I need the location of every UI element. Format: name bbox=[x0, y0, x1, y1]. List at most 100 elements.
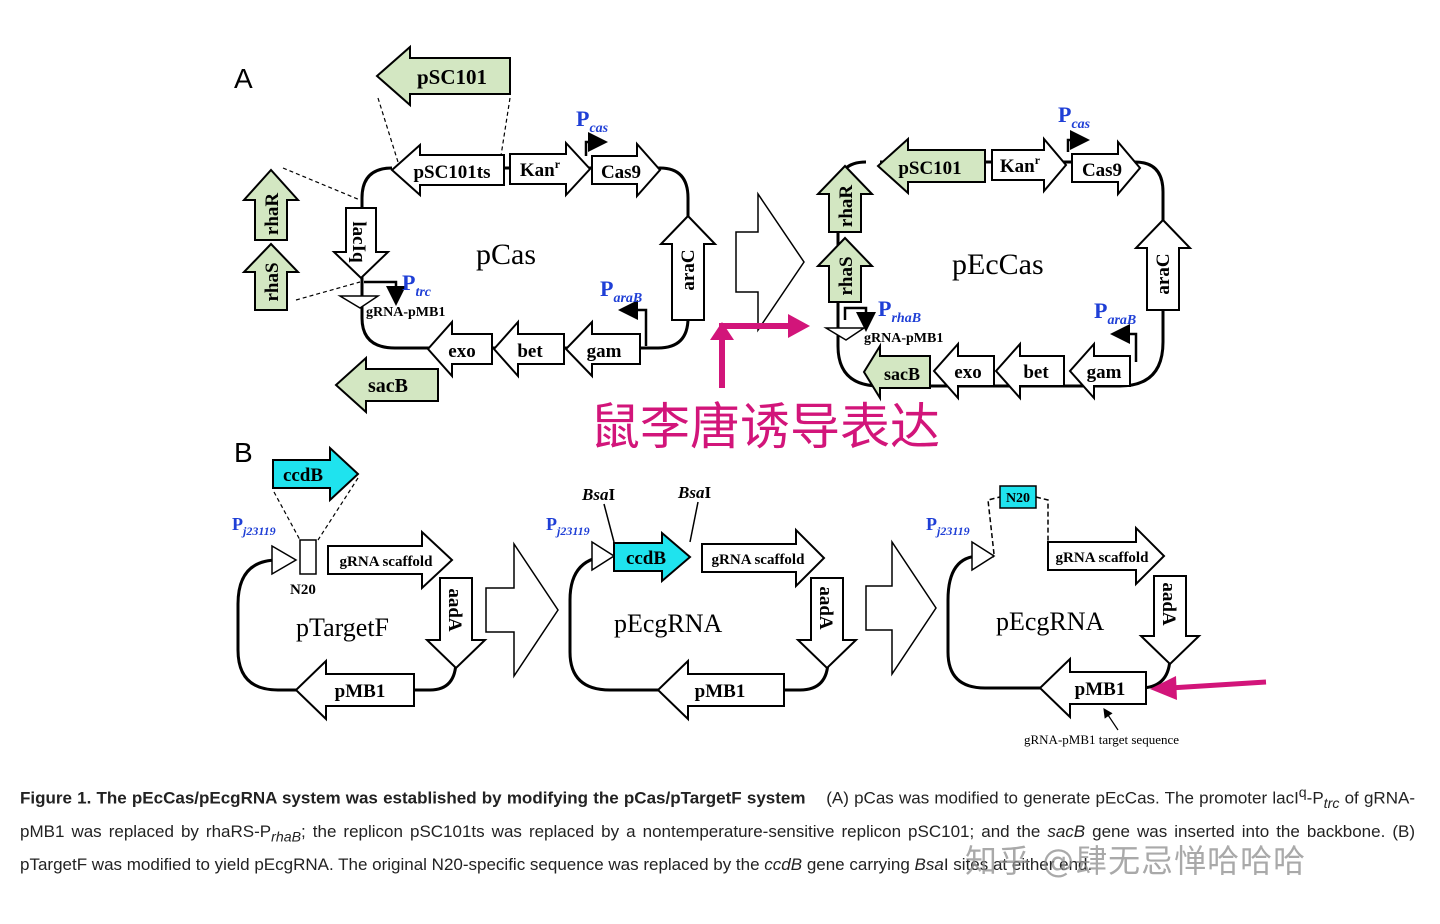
pecgrna1-aada-gene: aadA bbox=[795, 577, 859, 670]
svg-text:sacB: sacB bbox=[368, 375, 408, 397]
pecas-grna-label: gRNA-pMB1 bbox=[864, 331, 943, 346]
svg-text:ccdB: ccdB bbox=[283, 465, 323, 486]
pecgrna1-scaffold-gene: gRNA scaffold bbox=[701, 527, 826, 589]
watermark-text: 知乎 @肆无忌惮哈哈哈 bbox=[965, 842, 1307, 880]
pecas-sacb-gene: sacB bbox=[862, 342, 931, 402]
pcas-backbone bbox=[360, 166, 690, 350]
pcas-kan-gene: Kanr bbox=[509, 140, 592, 198]
ptargetf-aada-gene: aadA bbox=[424, 577, 488, 670]
caption-text-3: of gRNA-pMB1 was replaced by rhaRS-P bbox=[20, 788, 1415, 842]
pcas-psc101-gene: pSC101 bbox=[375, 44, 511, 108]
ptargetf-n20-label: N20 bbox=[290, 582, 316, 598]
caption-text-2: -P bbox=[1306, 788, 1324, 808]
pcas-laclq-gene: lacIq bbox=[331, 207, 391, 280]
pecas-parab-label: ParaB bbox=[1094, 298, 1136, 328]
svg-text:aadA: aadA bbox=[815, 586, 836, 630]
pecgrna1-promoter-label: Pj23119 bbox=[546, 514, 590, 538]
ptargetf-promoter-label: Pj23119 bbox=[232, 514, 276, 538]
pecas-pcas-promoter-arrow bbox=[1066, 130, 1090, 152]
pcas-ptrc-promoter-arrow bbox=[364, 280, 406, 306]
caption-text-4: ; the replicon pSC101ts was replaced by … bbox=[301, 822, 1048, 842]
svg-text:rhaS: rhaS bbox=[836, 256, 857, 295]
transition-arrow-a bbox=[735, 191, 805, 333]
pecgrna2-magenta-arrow-head bbox=[1150, 676, 1177, 700]
pecgrna2-target-label: gRNA-pMB1 target sequence bbox=[1024, 732, 1179, 747]
svg-text:pMB1: pMB1 bbox=[335, 681, 386, 702]
annotation-arrow-magenta bbox=[719, 323, 792, 388]
svg-text:bet: bet bbox=[517, 341, 543, 362]
svg-text:rhaS: rhaS bbox=[262, 262, 283, 301]
svg-text:pSC101: pSC101 bbox=[417, 65, 487, 89]
caption-em-ccdb: ccdB bbox=[764, 855, 803, 875]
pecgrna2-promoter-label: Pj23119 bbox=[926, 514, 970, 538]
caption-sup-q: q bbox=[1298, 785, 1307, 801]
pecgrna2-n20-dash bbox=[987, 496, 1049, 555]
svg-text:rhaR: rhaR bbox=[262, 193, 283, 236]
svg-text:rhaR: rhaR bbox=[836, 185, 857, 228]
pcas-cas9-gene: Cas9 bbox=[591, 141, 662, 199]
annotation-arrow-head-up bbox=[710, 322, 734, 340]
transition-arrow-b2 bbox=[865, 539, 937, 677]
svg-text:gRNA scaffold: gRNA scaffold bbox=[1056, 550, 1150, 566]
svg-text:bet: bet bbox=[1023, 362, 1049, 383]
ptargetf-promoter-triangle bbox=[271, 544, 298, 576]
svg-text:pSC101: pSC101 bbox=[898, 158, 961, 179]
pecgrna2-backbone bbox=[946, 554, 1172, 690]
pcas-pcas-label: Pcas bbox=[576, 106, 609, 136]
svg-text:araC: araC bbox=[678, 249, 699, 290]
caption-text-1: (A) pCas was modified to generate pEcCas… bbox=[826, 788, 1299, 808]
pcas-pcas-promoter-arrow bbox=[584, 132, 608, 156]
svg-text:ccdB: ccdB bbox=[626, 548, 666, 569]
ptargetf-backbone bbox=[236, 558, 458, 692]
pecas-cas9-gene: Cas9 bbox=[1071, 139, 1142, 197]
caption-em-sacb: sacB bbox=[1047, 822, 1086, 842]
pecgrna1-bsa2-label: BsaI bbox=[677, 483, 711, 502]
svg-text:Cas9: Cas9 bbox=[1082, 160, 1122, 181]
svg-text:exo: exo bbox=[448, 341, 475, 362]
pecgrna1-backbone bbox=[568, 554, 830, 692]
pecas-prhab-label: PrhaB bbox=[878, 296, 921, 326]
pecas-rhas-gene: rhaS bbox=[815, 236, 875, 303]
transition-arrow-b1 bbox=[485, 541, 559, 679]
pcas-parab-promoter-arrow bbox=[618, 300, 648, 346]
figure-caption: Figure 1. The pEcCas/pEcgRNA system was … bbox=[20, 780, 1415, 878]
pcas-exo-gene: exo bbox=[426, 319, 493, 379]
svg-text:pSC101ts: pSC101ts bbox=[413, 162, 490, 183]
pecas-name: pEcCas bbox=[952, 248, 1044, 281]
pecas-kan-gene: Kanr bbox=[991, 136, 1068, 194]
svg-text:araC: araC bbox=[1153, 253, 1174, 294]
callout-lines bbox=[282, 97, 511, 301]
pecgrna1-ccdb-gene: ccdB bbox=[613, 530, 692, 584]
caption-sub-rhab: rhaB bbox=[271, 829, 302, 846]
pecgrna1-bsa2-line bbox=[689, 501, 699, 543]
pecas-arac-gene: araC bbox=[1133, 218, 1193, 311]
pcas-name: pCas bbox=[476, 238, 536, 271]
ptargetf-pmb1-gene: pMB1 bbox=[294, 658, 415, 722]
pecgrna2-scaffold-gene: gRNA scaffold bbox=[1047, 525, 1166, 587]
pecas-grna-triangle bbox=[823, 327, 867, 341]
pecas-exo-gene: exo bbox=[932, 341, 995, 401]
ptargetf-scaffold-gene: gRNA scaffold bbox=[327, 529, 454, 591]
svg-text:aadA: aadA bbox=[1158, 582, 1179, 626]
svg-text:pMB1: pMB1 bbox=[1075, 679, 1126, 700]
pecgrna2-n20-label: N20 bbox=[1006, 491, 1030, 506]
pecas-prhab-promoter-arrow bbox=[843, 306, 876, 332]
svg-text:gam: gam bbox=[587, 341, 622, 362]
panel-a-label: A bbox=[234, 63, 253, 94]
pcas-rhar-gene: rhaR bbox=[241, 168, 301, 241]
pecas-bet-gene: bet bbox=[994, 341, 1065, 401]
figure-diagram: A pCas pSC101 pSC101ts Kanr Cas9 Pcas ar… bbox=[232, 44, 1267, 747]
pecas-psc101-gene: pSC101 bbox=[876, 136, 986, 196]
pecgrna1-bsa1-label: BsaI bbox=[581, 485, 615, 504]
ptargetf-ccdb-gene: ccdB bbox=[272, 445, 360, 503]
pecgrna1-name: pEcgRNA bbox=[614, 609, 723, 638]
pecgrna2-name: pEcgRNA bbox=[996, 607, 1105, 636]
pcas-parab-label: ParaB bbox=[600, 276, 642, 306]
panel-b-label: B bbox=[234, 437, 253, 468]
caption-text-6: gene carrying bbox=[802, 855, 915, 875]
pecas-rhar-gene: rhaR bbox=[815, 164, 875, 233]
pecgrna1-promoter-triangle bbox=[591, 540, 616, 572]
pcas-grna-label: gRNA-pMB1 bbox=[366, 305, 445, 320]
caption-sub-trc: trc bbox=[1323, 796, 1340, 813]
pcas-gam-gene: gam bbox=[564, 319, 641, 379]
